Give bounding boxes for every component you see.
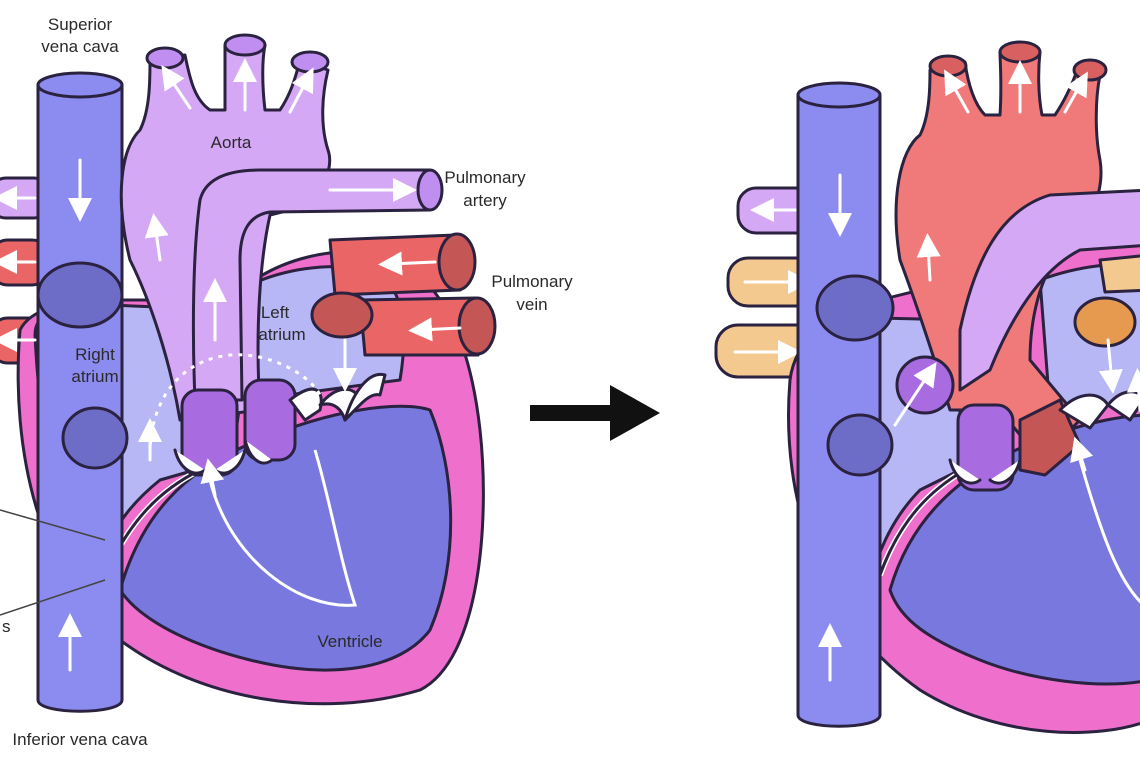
label-left-atrium-2: atrium bbox=[258, 325, 305, 344]
left-pulmonary-veins-right bbox=[310, 232, 497, 357]
label-left-edge-fragment: s bbox=[2, 617, 11, 636]
label-pulmonary-vein-1: Pulmonary bbox=[491, 272, 573, 291]
label-superior-vena-cava-1: Superior bbox=[48, 15, 113, 34]
right-arrow-icon bbox=[530, 385, 660, 441]
label-superior-vena-cava-2: vena cava bbox=[41, 37, 119, 56]
label-ventricle: Ventricle bbox=[317, 632, 382, 651]
left-valves bbox=[173, 372, 387, 477]
label-pulmonary-artery-1: Pulmonary bbox=[444, 168, 526, 187]
label-right-atrium-2: atrium bbox=[71, 367, 118, 386]
left-heart: Superior vena cava Aorta Pulmonary arter… bbox=[0, 15, 573, 749]
label-aorta: Aorta bbox=[211, 133, 252, 152]
right-heart bbox=[714, 40, 1140, 734]
label-pulmonary-vein-2: vein bbox=[516, 295, 547, 314]
label-pulmonary-artery-2: artery bbox=[463, 191, 507, 210]
label-left-atrium-1: Left bbox=[261, 303, 290, 322]
label-inferior-vena-cava: Inferior vena cava bbox=[12, 730, 148, 749]
left-vena-cava bbox=[36, 71, 129, 713]
label-right-atrium-1: Right bbox=[75, 345, 115, 364]
